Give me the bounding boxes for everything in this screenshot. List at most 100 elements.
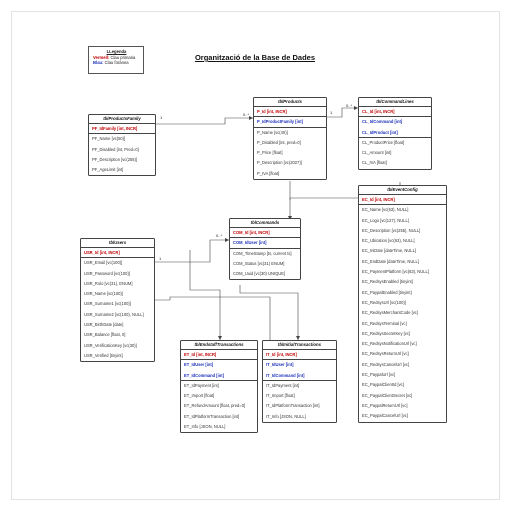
entity-field: COM_Uuid [vc(30) UNIQUE] [233,271,286,277]
entity-name: tblEventConfig [359,186,446,195]
entity-field: EC_PaymentPlatform [vc(63), NULL] [362,269,429,275]
mult-products-many: 0..* [346,103,353,108]
entity-name: tblCommandLines [359,98,431,107]
legend-pk-label: Clau primaria [110,54,136,60]
legend-pk-key: Vermell: [93,54,110,60]
legend-pk-line: Vermell: Clau primaria [93,55,140,60]
mult-users-many: 0..* [216,233,223,238]
entity-field: EC_Logo [vc(127), NULL] [362,217,409,223]
arrowhead-products [249,116,253,120]
entity-field: PF_Name [vc(50)] [92,136,126,142]
entity-field: EC_PaypalUrl [vc] [362,372,396,378]
entity-field: COM_TimeStamp [ts, current ts] [233,250,292,256]
entity-field: EC_RedsysMerchantCode [vc] [362,310,418,316]
entity-field: USR_Name [vc(100)] [84,291,123,297]
entity-field: EC_RedsysSecretKey [vc] [362,330,411,336]
entity-field: USR_BirthDate [date] [84,322,124,328]
entity-field: P_Disabled [int, pred=0] [257,139,301,145]
primary-key-field: COM_Id [int, INCR] [230,228,300,239]
entity-name: tblEndstaffTransactions [181,341,257,350]
entity-field: IT_Import [float] [266,393,295,399]
entity-field: EC_RedsysEnabled [tinyint] [362,279,413,285]
entity-field: EC_PaypalCancelUrl [vc] [362,413,408,419]
rel-users-initial [155,296,271,340]
entity-field: ET_RefundAmount [float, pred=0] [184,403,246,409]
entity-field: EC_Ubication [vc(63), NULL] [362,238,415,244]
rel-users-endstaff [189,250,221,340]
entity-field: EC_PaypalEnabled [tinyint] [362,289,412,295]
entity-field: PF_Description [vc(255)] [92,156,138,162]
entity-field: ET_IdPlatformTransaction [int] [184,413,240,419]
entity-field: EC_RedsysReturnUrl [vc] [362,351,409,357]
entity-field: COM_Status [vc(31) ENUM] [233,260,285,266]
entity-field: USR_Balance [float, 0] [84,332,126,338]
primary-key-field: IT_Id [int, INCR] [263,350,336,361]
entity-name: tblProducts [254,98,326,107]
entity-field: ET_IdPayment [int] [184,382,219,388]
primary-key-field: EC_Id [int, INCR] [359,195,446,206]
entity-field: ET_Import [float] [184,393,215,399]
foreign-key-field: ET_IdCommand [int] [181,371,257,381]
legend-box: LLegenda Vermell: Clau primaria Blau: Cl… [88,46,144,74]
foreign-key-field: IT_IdCommand [int] [263,371,336,381]
entity-field: EC_RedsysNotificationUrl [vc] [362,341,417,347]
entity-name: tblInitialTransactions [263,341,336,350]
entity-field: P_Description [vc(2027)] [257,160,302,166]
arrowhead-endstaff [218,336,222,340]
entity-field: EC_IniDate [dateTime, NULL] [362,248,417,254]
entity-field: P_Price [float] [257,150,283,156]
mult-family-many: 0..* [243,112,250,117]
foreign-key-field: CL_IdProduct [int] [359,128,431,138]
rel-products-commandlines [327,107,358,118]
arrowhead-commands-left [225,238,229,242]
entity-field: USR_Password [vc(100)] [84,270,130,276]
entity-field: EC_RedsysUrl [vc(100)] [362,299,406,305]
legend-title: LLegenda [106,49,127,54]
foreign-key-field: CL_IdCommand [int] [362,119,403,125]
rel-users-commands [155,239,229,263]
entity-field: USR_Surname2 [vc(100), NULL] [84,311,144,317]
entity-field: USR_Surname1 [vc(100)] [84,301,131,307]
primary-key-field: PF_IdFamily [int, INCR] [89,124,155,135]
entity-name: tblCommands [230,219,300,228]
entity-name: tblProductsFamily [89,115,155,124]
rel-family-products [155,117,253,125]
primary-key-field: CL_Id [int, INCR] [359,107,431,118]
entity-field: IT_Info [JSON, NULL] [266,413,306,419]
primary-key-field: ET_Id [int, INCR] [181,350,257,361]
legend-fk-key: Blau: [93,59,104,65]
entity-field: PF_AgeLimit [int] [92,167,124,173]
rel-commands-initial [239,285,299,340]
legend-fk-label: Clau forànea [104,59,129,65]
entity-field: USR_Verified [tinyint] [84,352,123,358]
entity-field: CL_Amount [int] [362,150,392,156]
entity-field: EC_PaypalReturnUrl [vc] [362,402,408,408]
entity-field: EC_RedsysTerminal [vc] [362,320,407,326]
entity-field: PF_Disabled [int, Pred=0] [92,146,139,152]
entity-field: EC_RedsysCancelUrl [vc] [362,361,410,367]
legend-fk-line: Blau: Clau forànea [93,60,140,65]
entity-field: P_Name [vc(40)] [257,129,288,135]
entity-name: tblUsers [81,239,154,248]
entity-field: CL_IVA [float] [362,160,387,166]
entity-field: USR_VerificationKey [vc(30)] [84,342,137,348]
entity-field: IT_IdPayment [int] [266,382,300,388]
entity-field: EC_PaypalClientId [vc] [362,382,404,388]
entity-field: EC_PaypalClientSecret [vc] [362,392,413,398]
primary-key-field: USR_Id [int, INCR] [81,248,154,259]
entity-field: USR_Rolo [vc(31), ENUM] [84,280,133,286]
diagram-title: Organització de la Base de Dades [194,53,316,62]
entity-field: P_IVA [float] [257,170,280,176]
mult-products-one: 1 [330,110,333,115]
entity-field: IT_IdPlatformTransaction [int] [266,403,320,409]
mult-users-one: 1 [159,256,162,261]
